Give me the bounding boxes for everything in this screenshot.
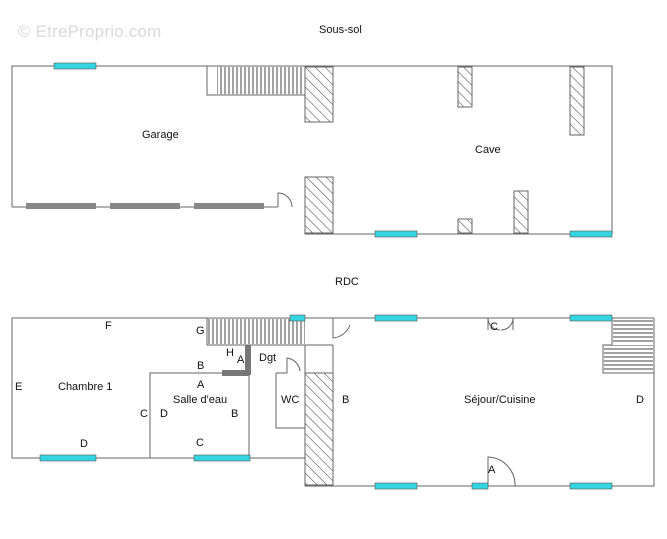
room-sejour-label: Séjour/Cuisine bbox=[464, 394, 536, 406]
wall-letter-d-chambre: D bbox=[80, 438, 88, 450]
basement-window-3 bbox=[569, 230, 613, 238]
basement-title: Sous-sol bbox=[319, 24, 362, 36]
basement-wall-hatch-1 bbox=[304, 66, 334, 123]
wall-letter-g: G bbox=[196, 325, 205, 337]
basement-wall-hatch-2 bbox=[304, 176, 334, 234]
rdc-window-8 bbox=[569, 482, 613, 490]
watermark: © EtreProprio.com bbox=[18, 22, 162, 41]
rdc-wall-hatch bbox=[304, 372, 334, 486]
rdc-door-entry bbox=[332, 318, 351, 339]
garage-door-1 bbox=[26, 203, 96, 209]
rdc-window-5 bbox=[193, 454, 251, 462]
basement-pillar-2 bbox=[569, 66, 585, 136]
wc-door-arc bbox=[286, 357, 301, 373]
wall-letter-c-chambre: C bbox=[140, 408, 148, 420]
wall-letter-f: F bbox=[105, 320, 112, 332]
basement-stair-wall bbox=[206, 66, 305, 96]
wall-letter-d-sejour: D bbox=[636, 394, 644, 406]
basement-window-2 bbox=[374, 230, 418, 238]
ground-floor-title: RDC bbox=[335, 276, 359, 288]
basement-pillar-4 bbox=[513, 190, 529, 234]
room-salle-eau-label: Salle d'eau bbox=[173, 394, 228, 406]
room-dgt-label: Dgt bbox=[259, 352, 277, 364]
wc-wall bbox=[275, 373, 305, 429]
rdc-window-2 bbox=[374, 314, 418, 322]
room-chambre-label: Chambre 1 bbox=[58, 381, 113, 393]
garage-door-3 bbox=[194, 203, 264, 209]
salle-eau-wall bbox=[149, 372, 222, 458]
wall-letter-b-sejour: B bbox=[342, 394, 350, 406]
sejour-door-a bbox=[487, 456, 516, 487]
wall-letter-a-dgt: A bbox=[237, 354, 245, 366]
rdc-stairs-right-2 bbox=[604, 345, 653, 372]
wall-letter-c-salle: C bbox=[196, 437, 204, 449]
wall-letter-h: H bbox=[226, 347, 234, 359]
room-cave-label: Cave bbox=[475, 144, 501, 156]
dgt-dark-wall-v bbox=[222, 370, 249, 376]
rdc-stairs-right bbox=[613, 319, 653, 344]
basement-pillar-3 bbox=[457, 218, 473, 234]
basement-stairs bbox=[217, 67, 305, 94]
wall-letter-e: E bbox=[15, 381, 23, 393]
basement-pillar-1 bbox=[457, 66, 473, 108]
wall-letter-b-salle-right: B bbox=[231, 408, 239, 420]
garage-door-2 bbox=[110, 203, 180, 209]
wall-letter-c-sejour: C bbox=[490, 321, 498, 333]
room-wc-label: WC bbox=[281, 394, 300, 406]
rdc-window-6 bbox=[374, 482, 418, 490]
rdc-window-1 bbox=[289, 314, 306, 322]
dgt-wall bbox=[206, 318, 333, 346]
rdc-right-stair-wall bbox=[602, 318, 654, 374]
wall-letter-d-salle: D bbox=[160, 408, 168, 420]
dgt-dark-wall-h bbox=[245, 345, 251, 375]
rdc-stairs-left bbox=[208, 319, 305, 344]
rdc-window-4 bbox=[39, 454, 97, 462]
rdc-window-3 bbox=[569, 314, 613, 322]
rdc-window-7 bbox=[471, 482, 489, 490]
room-garage-label: Garage bbox=[142, 129, 179, 141]
wall-letter-a-salle: A bbox=[197, 379, 205, 391]
basement-window-1 bbox=[53, 62, 97, 70]
basement-door-arc bbox=[277, 192, 293, 208]
wall-letter-a-sejour-door: A bbox=[488, 464, 496, 476]
rdc-left-outer-wall bbox=[11, 317, 305, 459]
wall-letter-b-salle-top: B bbox=[197, 360, 205, 372]
